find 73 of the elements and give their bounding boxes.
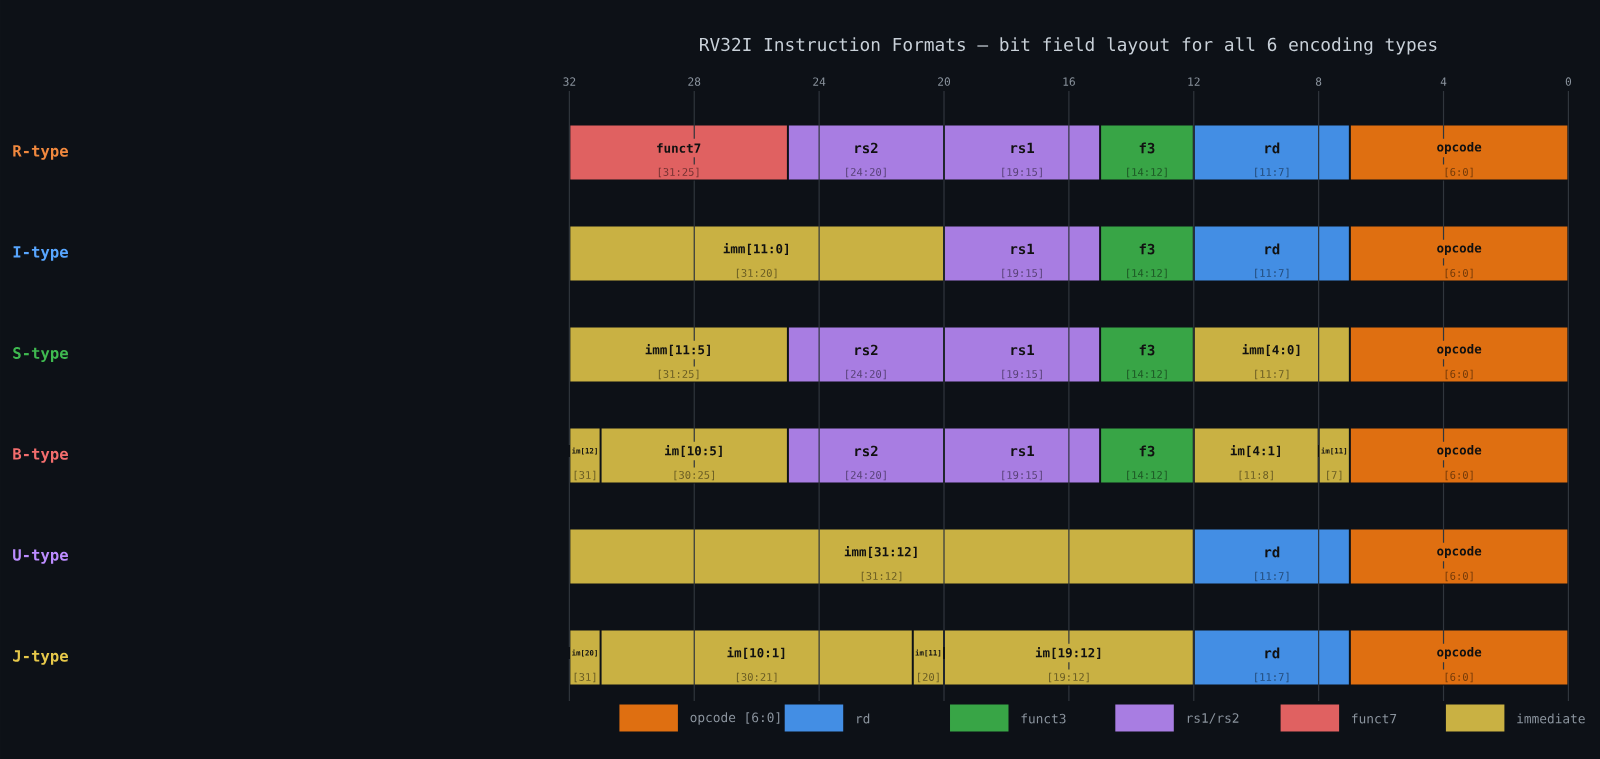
field-box: opcode [6:0] bbox=[1350, 125, 1568, 180]
field-box: imm[31:12] [31:12] bbox=[570, 529, 1193, 584]
row-label: J-type bbox=[13, 650, 68, 665]
tick-label: 16 bbox=[1063, 77, 1075, 86]
node-label: rs2 bbox=[855, 142, 878, 154]
field-box: rd [11:7] bbox=[1194, 125, 1349, 180]
field-box: funct7 [31:25] bbox=[570, 125, 787, 180]
field-box: rs1 [19:15] bbox=[945, 327, 1100, 382]
field-box: rd [11:7] bbox=[1194, 630, 1349, 685]
row-label: S-type bbox=[13, 347, 68, 362]
row-label: R-type bbox=[13, 145, 68, 160]
legend-label: immediate bbox=[1517, 713, 1585, 724]
field-box: f3 [14:12] bbox=[1101, 125, 1193, 180]
tick-label: 8 bbox=[1315, 77, 1322, 86]
field-box: rs1 [19:15] bbox=[945, 125, 1100, 180]
field-box: rs1 [19:15] bbox=[945, 226, 1100, 281]
tick-label: 28 bbox=[688, 77, 701, 86]
field-box: rs2 [24:20] bbox=[788, 428, 943, 483]
field-box: rd [11:7] bbox=[1194, 226, 1349, 281]
node-label: [24:20] bbox=[846, 369, 886, 380]
node-label: [7] bbox=[1327, 470, 1342, 481]
legend-label: rs1/rs2 bbox=[1187, 713, 1239, 724]
node-label: [19:15] bbox=[1002, 470, 1042, 481]
row-label: B-type bbox=[13, 448, 68, 463]
field-box: f3 [14:12] bbox=[1101, 327, 1193, 382]
tick-label: 4 bbox=[1440, 77, 1447, 86]
node-label: [31] bbox=[574, 672, 596, 683]
legend-label: rd bbox=[857, 713, 870, 724]
node-label: im[19:12] bbox=[1035, 647, 1101, 659]
field-box: rs1 [19:15] bbox=[945, 428, 1100, 483]
node-label: [24:20] bbox=[846, 470, 886, 481]
legend-label: funct3 bbox=[1021, 713, 1066, 724]
node-label: [24:20] bbox=[846, 167, 886, 178]
node-label: [30:21] bbox=[736, 672, 777, 683]
row-label: U-type bbox=[13, 549, 68, 564]
node-label: [19:15] bbox=[1002, 369, 1042, 380]
field-box: imm[11:5] [31:25] bbox=[570, 327, 787, 382]
legend-label: funct7 bbox=[1352, 713, 1397, 724]
node-label: [19:12] bbox=[1049, 672, 1089, 683]
node-label: rs2 bbox=[855, 344, 878, 356]
field-box: imm[11:0] [31:20] bbox=[570, 226, 943, 281]
field-box: opcode [6:0] bbox=[1350, 327, 1568, 382]
field-box: rd [11:7] bbox=[1194, 529, 1349, 584]
field-box: im[19:12] [19:12] bbox=[945, 630, 1193, 685]
field-box: opcode [6:0] bbox=[1350, 428, 1568, 483]
field-box: opcode [6:0] bbox=[1350, 529, 1568, 584]
row-label: I-type bbox=[13, 246, 68, 261]
node-label: [20] bbox=[918, 672, 939, 683]
node-label: [31] bbox=[574, 470, 596, 481]
field-box: opcode [6:0] bbox=[1350, 630, 1568, 685]
field-box: imm[4:0] [11:7] bbox=[1194, 327, 1349, 382]
tick-label: 20 bbox=[938, 77, 951, 86]
node-label: im[4:1] bbox=[1230, 445, 1280, 457]
node-label: [11:8] bbox=[1239, 470, 1273, 481]
node-label: rs2 bbox=[855, 445, 878, 457]
field-box: rs2 [24:20] bbox=[788, 327, 943, 382]
node-label: [30:25] bbox=[674, 470, 715, 481]
tick-label: 24 bbox=[813, 77, 826, 86]
tick-label: 32 bbox=[563, 77, 576, 86]
node-label: rs1 bbox=[1011, 344, 1035, 356]
tick-label: 12 bbox=[1188, 77, 1200, 86]
tick-label: 0 bbox=[1565, 77, 1572, 86]
node-label: im[10:5] bbox=[665, 445, 722, 457]
title: RV32I Instruction Formats — bit field layout for all 6 encoding types bbox=[700, 37, 1437, 55]
field-box: f3 [14:12] bbox=[1101, 428, 1193, 483]
node-label: rs1 bbox=[1011, 445, 1035, 457]
node-label: [19:15] bbox=[1002, 167, 1042, 178]
field-box: f3 [14:12] bbox=[1101, 226, 1193, 281]
node-label: rs1 bbox=[1011, 142, 1035, 154]
legend-label: opcode [6:0] bbox=[690, 712, 780, 725]
field-box: rs2 [24:20] bbox=[788, 125, 943, 180]
field-box: opcode [6:0] bbox=[1350, 226, 1568, 281]
node-label: im[10:1] bbox=[727, 647, 785, 659]
